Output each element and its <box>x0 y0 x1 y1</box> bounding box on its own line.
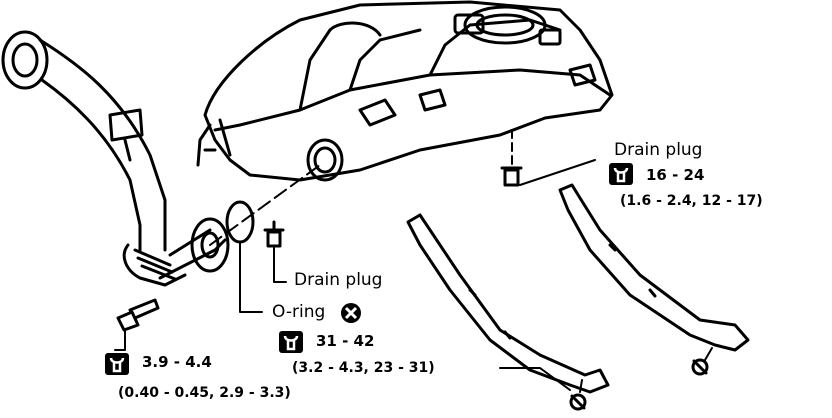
alignment-line <box>209 164 321 246</box>
drain-plug-top <box>500 129 596 187</box>
fuel-tank <box>196 0 614 182</box>
torque-mid-label: 31 - 42 <box>316 332 375 350</box>
tank-filler-opening <box>306 138 344 182</box>
tank-strap-right <box>558 183 750 376</box>
left-bolt <box>114 298 160 351</box>
bottom-leader <box>499 367 571 391</box>
torque-left-label: 3.9 - 4.4 <box>142 353 212 371</box>
torque-wrench-icon <box>105 353 129 375</box>
drain-plug-top-label: Drain plug <box>614 140 703 160</box>
oring-leader <box>239 241 263 313</box>
torque-top-label: 16 - 24 <box>646 166 705 184</box>
drain-plug-mid-label: Drain plug <box>294 270 383 290</box>
conv-left-label: (0.40 - 0.45, 2.9 - 3.3) <box>118 385 291 401</box>
filler-neck <box>1 30 230 287</box>
replace-x-icon <box>341 303 361 323</box>
torque-wrench-icon <box>609 163 633 185</box>
conv-mid-label: (3.2 - 4.3, 23 - 31) <box>292 360 435 376</box>
oring-label: O-ring <box>272 302 326 322</box>
o-ring <box>225 200 255 244</box>
drain-plug-mid <box>263 220 287 283</box>
tank-strap-left <box>406 213 610 411</box>
torque-wrench-icon <box>279 331 303 353</box>
conv-top-label: (1.6 - 2.4, 12 - 17) <box>620 193 763 209</box>
